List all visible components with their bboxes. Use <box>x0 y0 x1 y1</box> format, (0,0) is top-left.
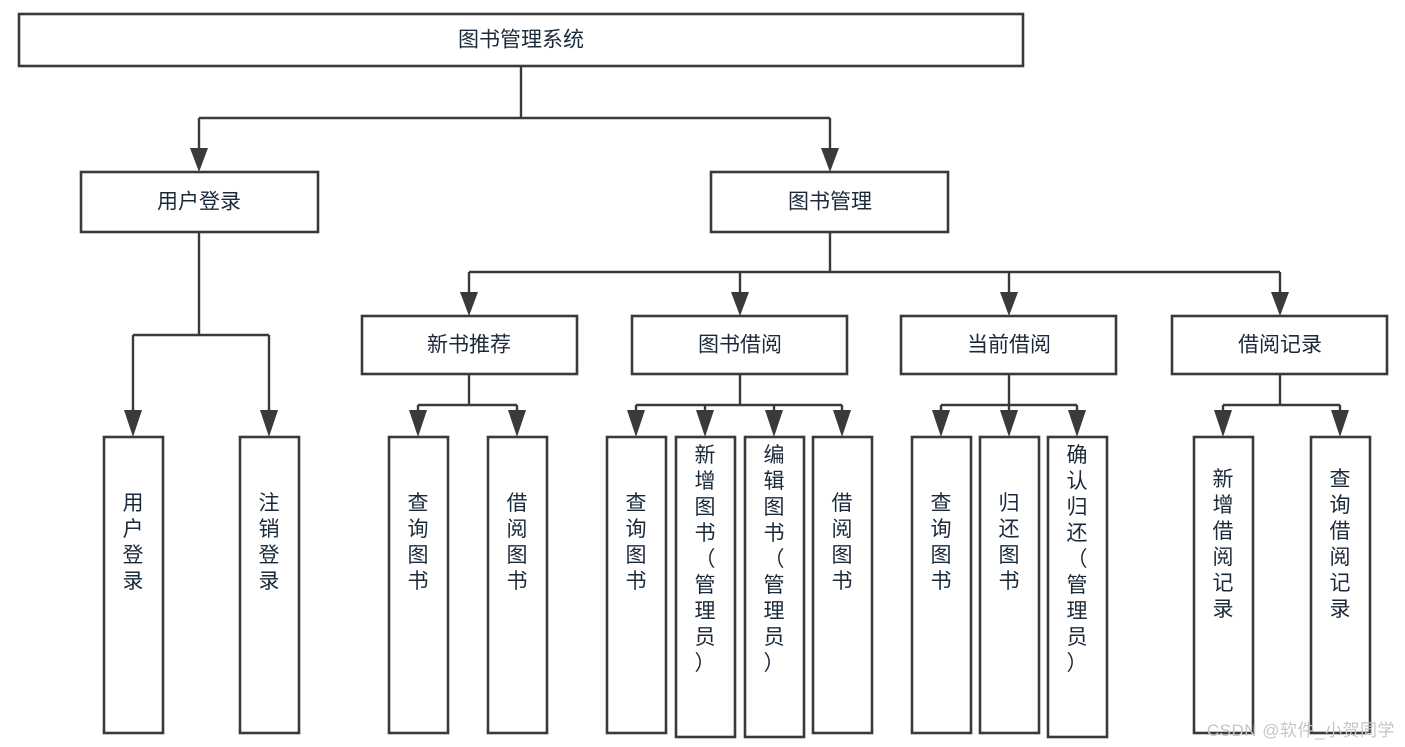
node-current-borrow-label: 当前借阅 <box>967 334 1051 357</box>
node-leaf-query-book-1-box[interactable] <box>387 435 450 735</box>
node-user-login[interactable]: 用户登录 <box>79 170 320 234</box>
connector-group-current-borrow <box>932 374 1086 437</box>
connector-group-user-login <box>124 232 278 437</box>
node-leaf-query-record-box[interactable] <box>1309 435 1372 735</box>
node-borrow-record[interactable]: 借阅记录 <box>1170 314 1389 376</box>
node-leaf-query-book-2-label: 查询图书 <box>626 492 647 593</box>
node-leaf-logout-login[interactable]: 注销登录 <box>238 435 301 735</box>
node-root-box[interactable] <box>17 12 1025 68</box>
node-leaf-borrow-book-2-box[interactable] <box>811 435 874 735</box>
connector-group-new-book-recommend <box>409 374 526 437</box>
arrow-head-leaf-logout-login <box>260 410 278 437</box>
node-book-manage-label: 图书管理 <box>788 191 872 214</box>
arrow-head-borrow-record <box>1271 292 1289 316</box>
node-leaf-borrow-book-1-box[interactable] <box>486 435 549 735</box>
connector-group-root <box>190 66 839 172</box>
node-leaf-query-book-3-label: 查询图书 <box>931 492 952 593</box>
node-book-borrow[interactable]: 图书借阅 <box>630 314 849 376</box>
node-leaf-edit-book-label: 编辑图书（管理员） <box>764 444 785 675</box>
node-leaf-edit-book[interactable]: 编辑图书（管理员） <box>743 435 806 739</box>
node-leaf-query-book-2[interactable]: 查询图书 <box>605 435 668 735</box>
node-borrow-record-label: 借阅记录 <box>1238 334 1322 357</box>
arrow-head-user-login <box>190 148 208 172</box>
arrow-head-leaf-borrow-book-1 <box>508 410 526 437</box>
arrow-head-leaf-query-book-1 <box>409 410 427 437</box>
node-root[interactable]: 图书管理系统 <box>17 12 1025 68</box>
node-leaf-query-book-3[interactable]: 查询图书 <box>910 435 973 735</box>
arrow-head-leaf-query-book-3 <box>932 410 950 437</box>
csdn-watermark: CSDN @软件_小贺同学 <box>1206 721 1395 740</box>
node-leaf-query-book-1-label: 查询图书 <box>408 492 429 593</box>
node-leaf-logout-login-box[interactable] <box>238 435 301 735</box>
connector-group-book-manage <box>460 232 1289 316</box>
node-new-book-recommend-label: 新书推荐 <box>427 334 511 357</box>
node-current-borrow[interactable]: 当前借阅 <box>899 314 1118 376</box>
node-leaf-query-record[interactable]: 查询借阅记录 <box>1309 435 1372 735</box>
node-leaf-user-login-box[interactable] <box>102 435 165 735</box>
node-leaf-add-record[interactable]: 新增借阅记录 <box>1192 435 1255 735</box>
node-leaf-query-book-2-box[interactable] <box>605 435 668 735</box>
node-borrow-record-box[interactable] <box>1170 314 1389 376</box>
node-leaf-borrow-book-2-label: 借阅图书 <box>832 492 853 593</box>
node-book-borrow-box[interactable] <box>630 314 849 376</box>
arrow-head-leaf-query-book-2 <box>627 410 645 437</box>
arrow-head-leaf-borrow-book-2 <box>833 410 851 437</box>
node-leaf-borrow-book-2[interactable]: 借阅图书 <box>811 435 874 735</box>
node-leaf-confirm-return-box[interactable] <box>1046 435 1109 739</box>
node-leaf-query-record-label: 查询借阅记录 <box>1330 468 1351 621</box>
node-leaf-user-login[interactable]: 用户登录 <box>102 435 165 735</box>
node-book-manage[interactable]: 图书管理 <box>709 170 950 234</box>
node-new-book-recommend[interactable]: 新书推荐 <box>360 314 579 376</box>
node-leaf-return-book-label: 归还图书 <box>999 492 1020 593</box>
node-book-borrow-label: 图书借阅 <box>698 334 782 357</box>
node-leaf-user-login-label: 用户登录 <box>123 492 144 593</box>
node-current-borrow-box[interactable] <box>899 314 1118 376</box>
node-leaf-confirm-return[interactable]: 确认归还（管理员） <box>1046 435 1109 739</box>
node-leaf-add-book[interactable]: 新增图书（管理员） <box>674 435 737 739</box>
node-book-manage-box[interactable] <box>709 170 950 234</box>
connector-group-borrow-record <box>1214 374 1349 437</box>
connector-group-book-borrow <box>627 374 851 437</box>
arrow-head-leaf-add-record <box>1214 410 1232 437</box>
node-leaf-add-record-box[interactable] <box>1192 435 1255 735</box>
node-user-login-box[interactable] <box>79 170 320 234</box>
arrow-head-leaf-return-book <box>1000 410 1018 437</box>
node-new-book-recommend-box[interactable] <box>360 314 579 376</box>
arrow-head-leaf-edit-book <box>765 410 783 437</box>
arrow-head-leaf-query-record <box>1331 410 1349 437</box>
node-leaf-logout-login-label: 注销登录 <box>259 492 280 593</box>
node-leaf-add-book-label: 新增图书（管理员） <box>695 444 716 675</box>
arrow-head-leaf-user-login <box>124 410 142 437</box>
node-leaf-add-book-box[interactable] <box>674 435 737 739</box>
arrow-head-book-manage <box>821 148 839 172</box>
arrow-head-book-borrow <box>731 292 749 316</box>
node-root-label: 图书管理系统 <box>458 29 584 52</box>
node-leaf-edit-book-box[interactable] <box>743 435 806 739</box>
node-leaf-add-record-label: 新增借阅记录 <box>1213 468 1234 621</box>
arrow-head-leaf-add-book <box>696 410 714 437</box>
node-leaf-borrow-book-1-label: 借阅图书 <box>507 492 528 593</box>
node-leaf-return-book[interactable]: 归还图书 <box>978 435 1041 735</box>
node-leaf-borrow-book-1[interactable]: 借阅图书 <box>486 435 549 735</box>
arrow-head-leaf-confirm-return <box>1068 410 1086 437</box>
arrow-head-new-book-recommend <box>460 292 478 316</box>
node-leaf-query-book-3-box[interactable] <box>910 435 973 735</box>
node-leaf-confirm-return-label: 确认归还（管理员） <box>1067 444 1088 675</box>
node-leaf-query-book-1[interactable]: 查询图书 <box>387 435 450 735</box>
arrow-head-current-borrow <box>1000 292 1018 316</box>
node-leaf-return-book-box[interactable] <box>978 435 1041 735</box>
node-user-login-label: 用户登录 <box>157 191 241 214</box>
